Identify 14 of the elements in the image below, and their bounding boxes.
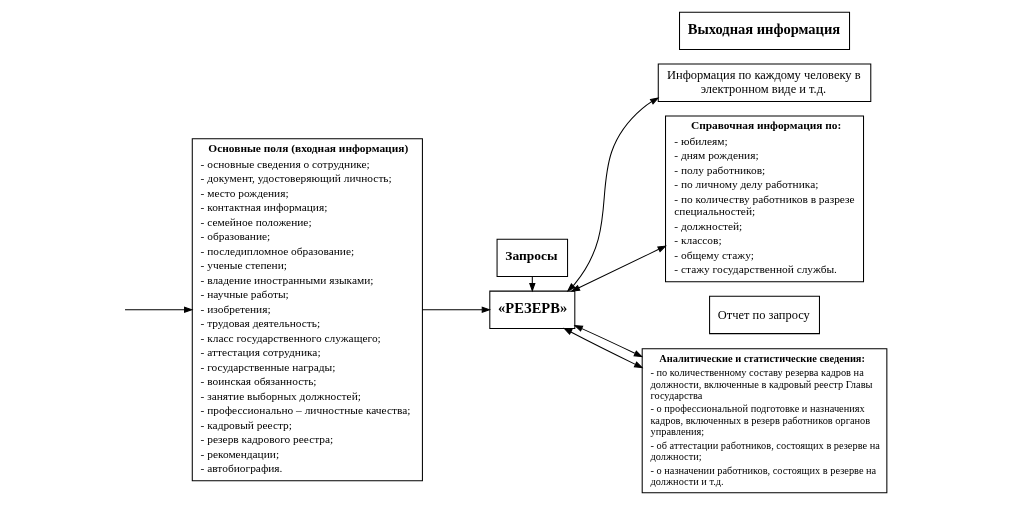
- arrow: [566, 97, 659, 292]
- arrow: [562, 327, 643, 369]
- node-box: Справочная информация по: - юбилеям; - дням рождения; - полу работников; - по личному делу работника; - по количеству работников в разрезе специальностей; - должностей; - классов; - общему стажу; - стажу государственной службы.: [664, 115, 864, 283]
- node-box: Выходная информация: [678, 11, 850, 51]
- node-box: Аналитические и статистические сведения: - по количественному составу резерва кадров на должности, включенные в кадровый реестр Главы государства - о профессиональной подготовке и назначениях кадров, включенных в резерв работников органов управления; - об аттестации работников, состоящих в резерве на должности; - о назначении работников, состоящих в резерве на должности и т.д.: [641, 348, 887, 494]
- node-box: Отчет по запросу: [708, 295, 820, 335]
- node-box: Основные поля (входная информация) - основные сведения о сотруднике; - документ, удостоверяющий личность; - место рождения; - контактная информация; - семейное положение; - образование; - последипломное образование; - ученые степени; - владение иностранными языками; - научные работы; - изобретения; - трудовая деятельность; - класс государственного служащего; - аттестация сотрудника; - государственные награды; - воинская обязанность; - занятие выборных должностей; - профессионально – личностные качества; - кадровый реестр; - резерв кадрового реестра; - рекомендации; - автобиография.: [191, 138, 423, 482]
- node-box: Запросы: [496, 238, 568, 278]
- arrow: [573, 324, 643, 358]
- arrow: [421, 306, 491, 314]
- arrow: [570, 245, 667, 292]
- node-box: Информация по каждому человеку в электронном виде и т.д.: [657, 63, 871, 102]
- node-box: «РЕЗЕРВ»: [488, 290, 575, 329]
- arrow: [124, 306, 193, 314]
